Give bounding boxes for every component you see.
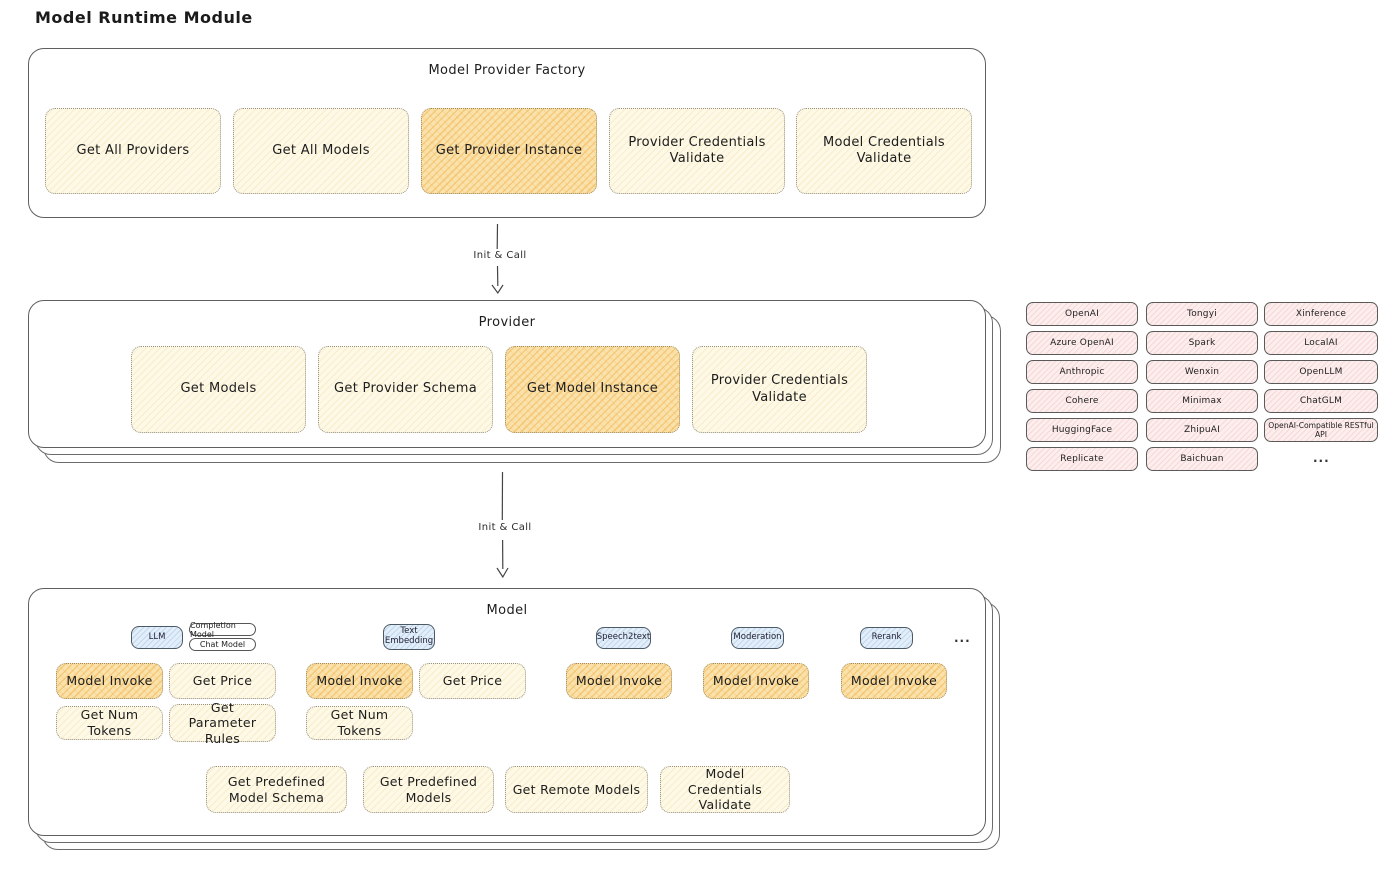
speech2text-model-invoke: Model Invoke [566, 663, 672, 699]
tag-speech2text: Speech2text [596, 627, 651, 649]
factory-item-get-all-providers: Get All Providers [45, 108, 221, 194]
provider-chip-xinference: Xinference [1264, 302, 1378, 326]
llm-get-price: Get Price [169, 663, 276, 699]
model-credentials-validate: Model Credentials Validate [660, 766, 790, 813]
provider-chip-zhipuai: ZhipuAI [1146, 418, 1258, 442]
model-get-remote-models: Get Remote Models [505, 766, 648, 813]
embedding-get-num-tokens: Get Num Tokens [306, 706, 413, 740]
provider-chip-chatglm: ChatGLM [1264, 389, 1378, 413]
tag-completion-model: Completion Model [189, 621, 256, 639]
provider-frame: Provider Get Models Get Provider Schema … [28, 300, 986, 448]
provider-chip-openai: OpenAI [1026, 302, 1138, 326]
provider-title: Provider [478, 315, 536, 330]
diagram-title: Model Runtime Module [35, 8, 253, 27]
tag-chat-model: Chat Model [189, 638, 256, 651]
init-call-label-1: Init & Call [462, 250, 538, 261]
provider-chip-minimax: Minimax [1146, 389, 1258, 413]
provider-item-get-model-instance: Get Model Instance [505, 346, 680, 433]
init-call-label-2: Init & Call [467, 522, 543, 533]
model-tags-ellipsis: ... [954, 631, 971, 645]
factory-item-model-credentials-validate: Model Credentials Validate [796, 108, 972, 194]
provider-chip-wenxin: Wenxin [1146, 360, 1258, 384]
embedding-get-price: Get Price [419, 663, 526, 699]
llm-model-invoke: Model Invoke [56, 663, 163, 699]
provider-chip-replicate: Replicate [1026, 447, 1138, 471]
provider-item-get-models: Get Models [131, 346, 306, 433]
provider-chip-spark: Spark [1146, 331, 1258, 355]
provider-chip-cohere: Cohere [1026, 389, 1138, 413]
provider-chip-tongyi: Tongyi [1146, 302, 1258, 326]
factory-item-get-all-models: Get All Models [233, 108, 409, 194]
factory-item-get-provider-instance: Get Provider Instance [421, 108, 597, 194]
tag-llm: LLM [131, 626, 183, 649]
tag-moderation: Moderation [731, 627, 784, 649]
llm-get-parameter-rules: Get Parameter Rules [169, 700, 276, 746]
tag-rerank: Rerank [860, 627, 913, 649]
provider-chip-huggingface: HuggingFace [1026, 418, 1138, 442]
provider-chip-openllm: OpenLLM [1264, 360, 1378, 384]
model-get-predefined-model-schema: Get Predefined Model Schema [206, 766, 347, 813]
factory-frame: Model Provider Factory Get All Providers… [28, 48, 986, 218]
model-title: Model [486, 603, 528, 618]
factory-title: Model Provider Factory [428, 63, 586, 78]
factory-item-provider-credentials-validate: Provider Credentials Validate [609, 108, 785, 194]
init-call-arrow-1 [491, 223, 504, 295]
provider-chip-localai: LocalAI [1264, 331, 1378, 355]
provider-item-provider-credentials-validate: Provider Credentials Validate [692, 346, 867, 433]
provider-item-get-provider-schema: Get Provider Schema [318, 346, 493, 433]
rerank-model-invoke: Model Invoke [841, 663, 947, 699]
init-call-arrow-2 [496, 471, 509, 579]
embedding-model-invoke: Model Invoke [306, 663, 413, 699]
model-frame: Model LLM Completion Model Chat Model Te… [28, 588, 986, 836]
moderation-model-invoke: Model Invoke [703, 663, 809, 699]
provider-chip-baichuan: Baichuan [1146, 447, 1258, 471]
provider-chips-ellipsis: ... [1313, 451, 1330, 465]
llm-get-num-tokens: Get Num Tokens [56, 706, 163, 740]
provider-chip-azure-openai: Azure OpenAI [1026, 331, 1138, 355]
tag-text-embedding: Text Embedding [383, 624, 435, 650]
provider-chip-openai-compatible-restful-api: OpenAI-Compatible RESTful API [1264, 418, 1378, 442]
provider-chip-anthropic: Anthropic [1026, 360, 1138, 384]
model-get-predefined-models: Get Predefined Models [363, 766, 494, 813]
